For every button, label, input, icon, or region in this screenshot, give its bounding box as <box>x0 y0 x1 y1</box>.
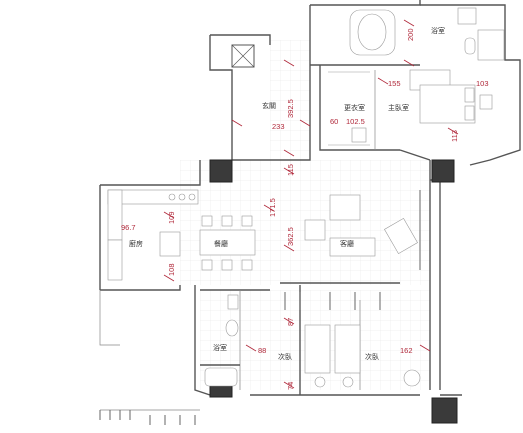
dimension-label: 113 <box>450 130 459 142</box>
room-label-master-bathroom: 浴室 <box>431 26 445 35</box>
column-upper <box>231 44 255 68</box>
dimension-label: 233 <box>272 122 285 131</box>
dimension-label: 392.5 <box>286 99 295 118</box>
dimension-label: 74 <box>286 382 295 390</box>
dimension-label: 102.5 <box>346 117 365 126</box>
outer-walls <box>99 0 521 396</box>
living-room-furniture <box>304 190 421 270</box>
column-bottom-right <box>431 397 458 424</box>
dimension-label: 60 <box>330 117 338 126</box>
column-top-right <box>431 159 455 183</box>
room-label-dining: 餐廳 <box>214 239 228 248</box>
dimension-label: 88 <box>258 346 266 355</box>
dining-set <box>199 215 256 271</box>
dimension-label: 155 <box>388 79 401 88</box>
dimension-label: 162 <box>400 346 413 355</box>
closet-fixtures <box>328 71 370 146</box>
room-label-guest-bathroom: 浴室 <box>213 343 227 352</box>
dimension-label: 362.5 <box>286 227 295 246</box>
room-label-entrance: 玄關 <box>262 101 276 110</box>
room-label-bedroom-b: 次臥 <box>365 352 379 361</box>
room-label-closet: 更衣室 <box>344 103 365 112</box>
balcony-rail <box>99 409 200 425</box>
column-top-left <box>209 159 233 183</box>
dimension-label: 96.7 <box>121 223 136 232</box>
master-bed <box>419 84 493 124</box>
guest-bathroom-fixtures <box>204 294 239 387</box>
master-bathroom-fixtures <box>349 7 505 91</box>
room-label-living: 客廳 <box>340 239 354 248</box>
dimension-label: 103 <box>476 79 489 88</box>
dimension-label: 115 <box>286 164 295 176</box>
room-label-bedroom-a: 次臥 <box>278 352 292 361</box>
room-label-master-bedroom: 主臥室 <box>388 103 409 112</box>
room-label-kitchen: 廚房 <box>129 239 143 248</box>
dimension-label: 109 <box>167 211 176 224</box>
dimension-label: 200 <box>406 28 415 41</box>
dimension-label: 171.5 <box>268 198 277 217</box>
bedroom-furniture <box>284 292 421 388</box>
dimension-label: 87 <box>286 318 295 326</box>
floor-tiles-corridor <box>270 40 310 165</box>
dimension-label: 108 <box>167 263 176 276</box>
kitchen-fixtures <box>107 189 199 281</box>
dimension-lines <box>163 19 459 389</box>
interior-walls <box>200 64 431 395</box>
